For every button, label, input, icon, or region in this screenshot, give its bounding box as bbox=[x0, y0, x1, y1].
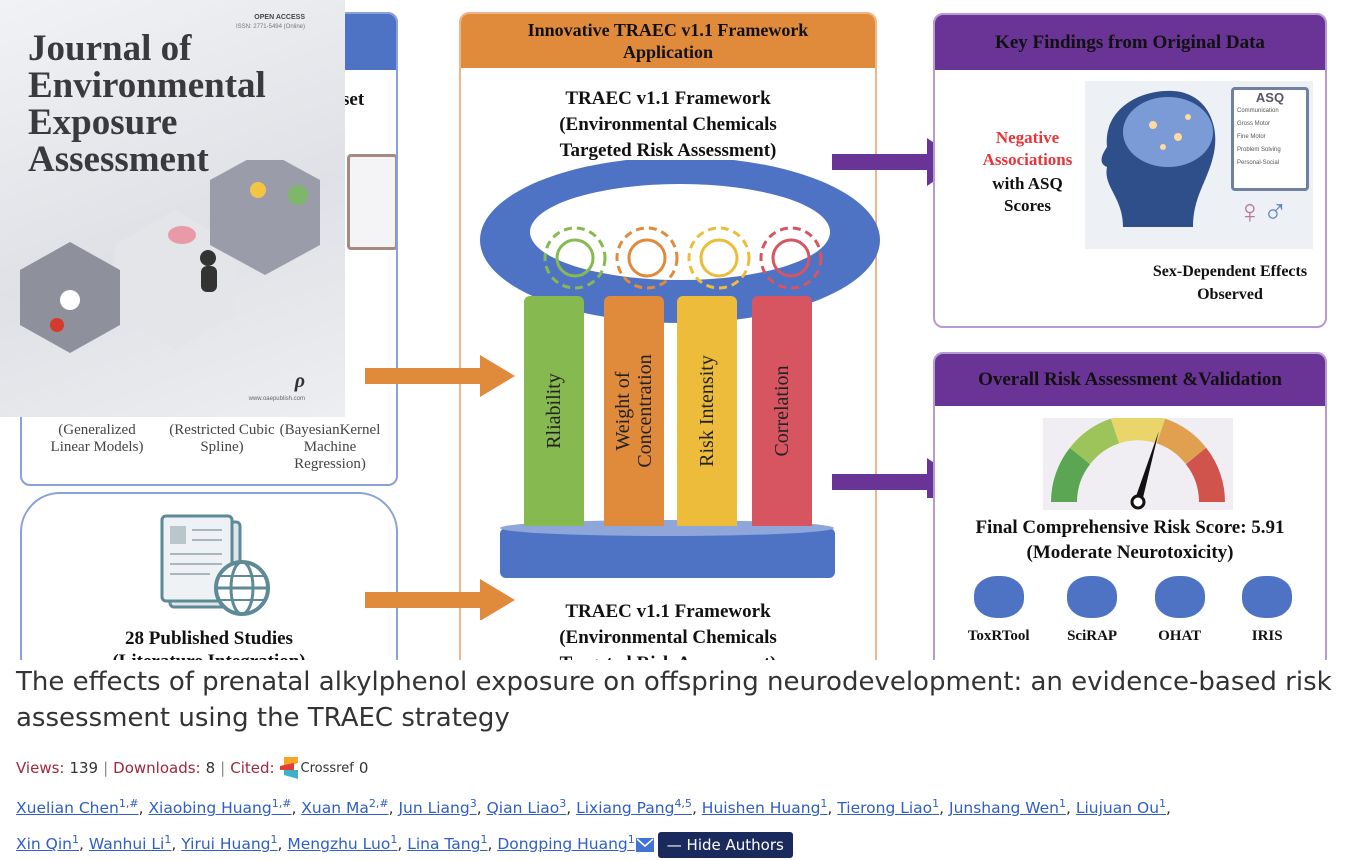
publisher-url: www.oaepublish.com bbox=[248, 396, 305, 402]
cited-count: 0 bbox=[358, 759, 369, 777]
brain-head-icon bbox=[1101, 90, 1216, 227]
views-count: 139 bbox=[69, 759, 99, 777]
crossref-icon bbox=[279, 757, 298, 779]
cloud-icon bbox=[1154, 576, 1205, 618]
issn-label: ISSN: 2771-5494 (Online) bbox=[235, 24, 305, 30]
downloads-count: 8 bbox=[205, 759, 216, 777]
method-glm: (Generalized Linear Models) bbox=[50, 422, 144, 455]
pillar-risk-intensity: Risk Intensity bbox=[677, 296, 737, 526]
base-platform bbox=[500, 528, 835, 578]
arrow-right-icon bbox=[832, 458, 962, 498]
cloud-icon bbox=[1067, 576, 1118, 618]
cloud-icon bbox=[1242, 576, 1293, 618]
risk-score-text: Final Comprehensive Risk Score: 5.91 (Mo… bbox=[975, 517, 1285, 563]
asq-item: Fine Motor bbox=[1237, 134, 1266, 140]
downloads-label: Downloads: bbox=[113, 759, 201, 777]
key-findings-panel: Key Findings from Original Data Negative… bbox=[933, 13, 1327, 328]
author-link[interactable]: Jun Liang3 bbox=[398, 797, 477, 818]
journal-title: Journal of Environmental Exposure Assess… bbox=[28, 28, 266, 180]
asq-item: Gross Motor bbox=[1237, 121, 1271, 127]
tool-iris: IRIS bbox=[1242, 576, 1293, 645]
author-list: Xuelian Chen1,#, Xiaobing Huang1,#, Xuan… bbox=[16, 788, 1356, 860]
risk-assessment-header: Overall Risk Assessment &Validation bbox=[935, 354, 1325, 406]
author-link[interactable]: Liujuan Ou1 bbox=[1075, 797, 1167, 818]
author-link[interactable]: Xin Qin1 bbox=[16, 833, 80, 854]
author-link[interactable]: Lixiang Pang4,5 bbox=[576, 797, 692, 818]
framework-bottom-text: TRAEC v1.1 Framework (Environmental Chem… bbox=[559, 601, 777, 660]
orange-arrows bbox=[365, 355, 515, 620]
documents-globe-icon bbox=[160, 514, 270, 616]
female-male-icon: ♀♂ bbox=[1237, 193, 1288, 231]
top-ring-hole bbox=[530, 184, 830, 280]
tool-toxrtool: ToxRTool bbox=[968, 576, 1030, 645]
asq-item: Problem Solving bbox=[1237, 147, 1281, 153]
asq-scores-label: with ASQ Scores bbox=[992, 174, 1063, 215]
tool-scirap: SciRAP bbox=[1067, 576, 1118, 645]
brain-asq-image: ASQ Communication Gross Motor Fine Motor… bbox=[1085, 81, 1313, 249]
author-link[interactable]: Lina Tang1 bbox=[407, 833, 488, 854]
literature-integration-label: (Literature Integration) bbox=[22, 651, 396, 660]
risk-assessment-panel: Overall Risk Assessment &Validation Fina… bbox=[933, 352, 1327, 660]
author-link[interactable]: Junshang Wen1 bbox=[949, 797, 1066, 818]
open-access-label: OPEN ACCESS bbox=[254, 14, 305, 21]
asq-item: Personal-Social bbox=[1237, 160, 1280, 166]
author-link[interactable]: Xuan Ma2,# bbox=[301, 797, 389, 818]
risk-gauge bbox=[1043, 418, 1233, 510]
author-link[interactable]: Dongping Huang1 bbox=[497, 833, 635, 854]
author-link[interactable]: Xiaobing Huang1,# bbox=[148, 797, 292, 818]
arrow-right-icon bbox=[832, 138, 962, 186]
oae-logo: ρ bbox=[294, 370, 305, 392]
pillar-reliability: Rliability bbox=[524, 296, 584, 526]
author-link[interactable]: Huishen Huang1 bbox=[701, 797, 828, 818]
method-rcs: (Restricted Cubic Spline) bbox=[169, 422, 275, 455]
pillar-correlation: Correlation bbox=[752, 296, 812, 526]
arrow-right-icon bbox=[365, 579, 515, 620]
framework-diagram bbox=[480, 160, 880, 578]
gear-icons bbox=[543, 226, 823, 290]
article-metrics: Views: 139 | Downloads: 8 | Cited: Cross… bbox=[16, 757, 369, 779]
purple-arrows bbox=[832, 138, 962, 498]
validation-tools: ToxRTool SciRAP OHAT IRIS bbox=[949, 576, 1311, 645]
published-studies-label: 28 Published Studies bbox=[125, 628, 293, 649]
author-link[interactable]: Mengzhu Luo1 bbox=[287, 833, 398, 854]
hide-authors-button[interactable]: — Hide Authors bbox=[657, 831, 793, 858]
framework-header: Innovative TRAEC v1.1 Framework Applicat… bbox=[461, 14, 875, 68]
clipboard-icon bbox=[347, 154, 396, 250]
email-icon[interactable] bbox=[635, 837, 654, 852]
cloud-icon bbox=[973, 576, 1024, 618]
cover-hexagon-illustration bbox=[20, 160, 320, 353]
dataset-title-fragment: set bbox=[342, 89, 365, 110]
sex-dependent-label: Sex-Dependent Effects Observed bbox=[1152, 263, 1308, 303]
journal-cover[interactable]: OPEN ACCESS ISSN: 2771-5494 (Online) Jou… bbox=[0, 0, 345, 417]
arrow-right-icon bbox=[365, 355, 515, 397]
author-link[interactable]: Yirui Huang1 bbox=[181, 833, 278, 854]
author-link[interactable]: Xuelian Chen1,# bbox=[16, 797, 139, 818]
author-link[interactable]: Wanhui Li1 bbox=[88, 833, 172, 854]
author-link[interactable]: Tierong Liao1 bbox=[837, 797, 940, 818]
negative-associations-label: Negative Associations bbox=[982, 128, 1073, 169]
pillar-weight-of-concentration: Weight of Concentration bbox=[604, 296, 664, 526]
graphical-abstract: set (Generalized Linear Models) (Restric… bbox=[0, 0, 1327, 660]
left-bottom-panel: 28 Published Studies (Literature Integra… bbox=[20, 492, 398, 660]
asq-clipboard: ASQ Communication Gross Motor Fine Motor… bbox=[1231, 87, 1309, 191]
article-title: The effects of prenatal alkylphenol expo… bbox=[16, 667, 1332, 733]
asq-item: Communication bbox=[1237, 108, 1279, 114]
cited-label: Cited: bbox=[230, 759, 275, 777]
author-link[interactable]: Qian Liao3 bbox=[486, 797, 567, 818]
views-label: Views: bbox=[16, 759, 65, 777]
crossref-link[interactable]: Crossref bbox=[279, 757, 354, 779]
framework-top-text: TRAEC v1.1 Framework (Environmental Chem… bbox=[559, 88, 777, 161]
method-bkmr: (BayesianKernel Machine Regression) bbox=[279, 422, 381, 472]
key-findings-header: Key Findings from Original Data bbox=[935, 15, 1325, 70]
tool-ohat: OHAT bbox=[1154, 576, 1205, 645]
